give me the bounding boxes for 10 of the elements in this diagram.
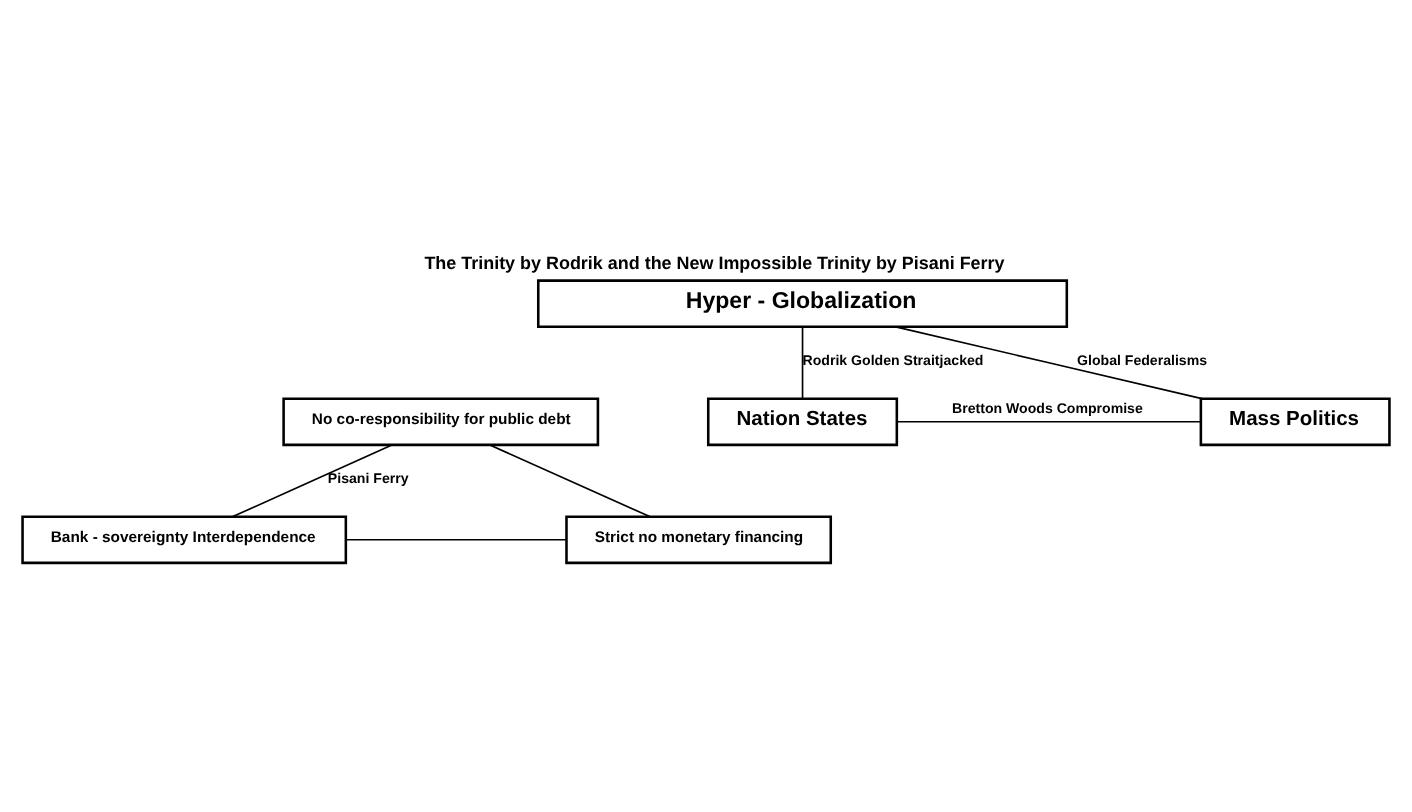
connector — [489, 443, 651, 517]
connector — [232, 443, 393, 517]
connector — [896, 419, 1202, 422]
node-box: Nation States — [706, 396, 899, 446]
connector — [345, 537, 568, 540]
diagram-title: The Trinity by Rodrik and the New Impossible Trinity by Pisani Ferry — [424, 252, 1005, 273]
connector — [894, 325, 1203, 399]
connector — [801, 325, 804, 399]
node-box: Mass Politics — [1199, 396, 1391, 446]
node-box: Hyper - Globalization — [536, 278, 1069, 328]
